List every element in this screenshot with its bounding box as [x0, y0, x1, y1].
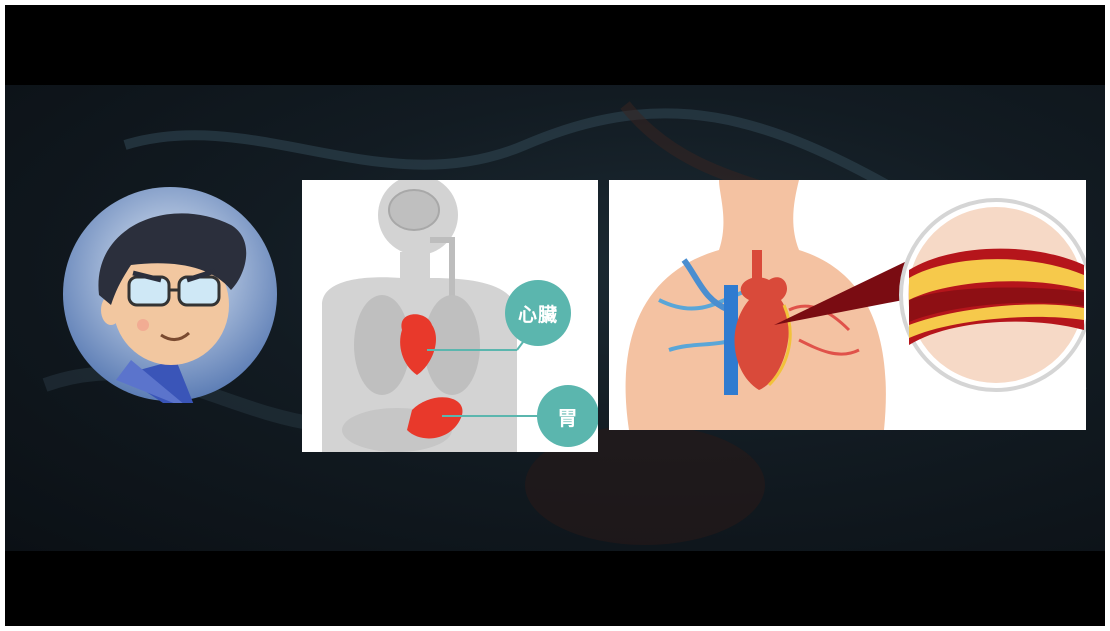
heart-artery-icon — [609, 180, 1086, 430]
heart-artery-panel — [609, 180, 1086, 430]
avatar — [61, 185, 279, 403]
stomach-label: 胃 — [537, 385, 598, 447]
video-frame: 心臟 胃 — [5, 5, 1105, 626]
heart-label: 心臟 — [505, 280, 571, 346]
scene-background: 心臟 胃 — [5, 85, 1105, 551]
organs-diagram-panel: 心臟 胃 — [302, 180, 598, 452]
